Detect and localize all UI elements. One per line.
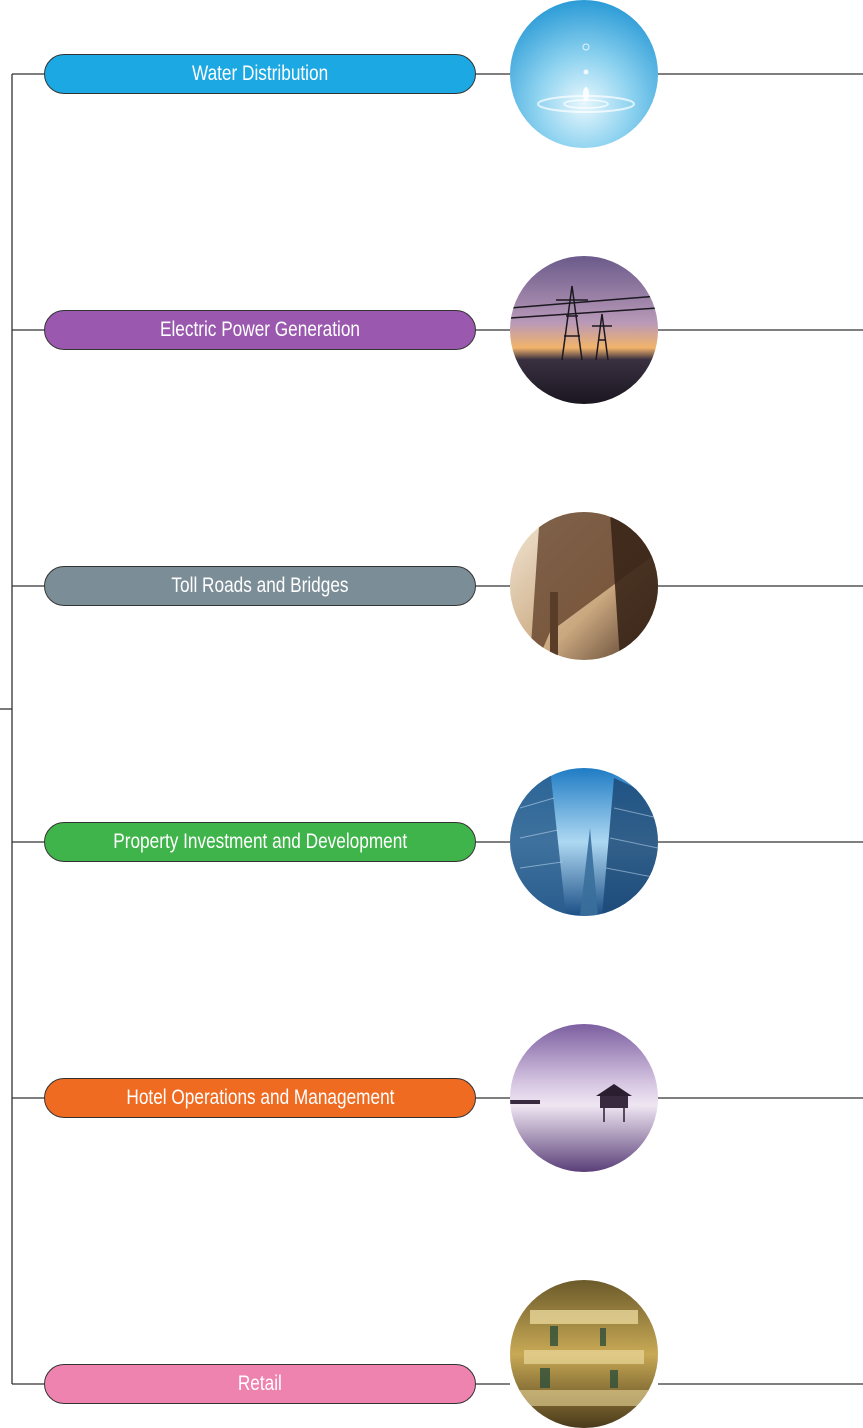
segment-hotel-operations-and-management: Hotel Operations and Management bbox=[44, 1078, 476, 1118]
segment-toll-roads-and-bridges: Toll Roads and Bridges bbox=[44, 566, 476, 606]
segment-water-distribution: Water Distribution bbox=[44, 54, 476, 94]
segment-label: Water Distribution bbox=[191, 62, 329, 85]
segment-label: Hotel Operations and Management bbox=[125, 1086, 395, 1109]
skyscraper-icon bbox=[510, 768, 658, 916]
segment-electric-power-generation: Electric Power Generation bbox=[44, 310, 476, 350]
water-drop-icon bbox=[510, 0, 658, 148]
power-pylon-icon bbox=[510, 256, 658, 404]
segment-label: Retail bbox=[237, 1372, 283, 1395]
segment-property-investment-and-development: Property Investment and Development bbox=[44, 822, 476, 862]
water-villa-icon bbox=[510, 1024, 658, 1172]
segment-label: Property Investment and Development bbox=[113, 830, 407, 853]
segment-retail: Retail bbox=[44, 1364, 476, 1404]
bridge-icon bbox=[510, 512, 658, 660]
segment-label: Toll Roads and Bridges bbox=[171, 574, 349, 597]
shopping-mall-icon bbox=[510, 1280, 658, 1428]
segment-label: Electric Power Generation bbox=[159, 318, 361, 341]
